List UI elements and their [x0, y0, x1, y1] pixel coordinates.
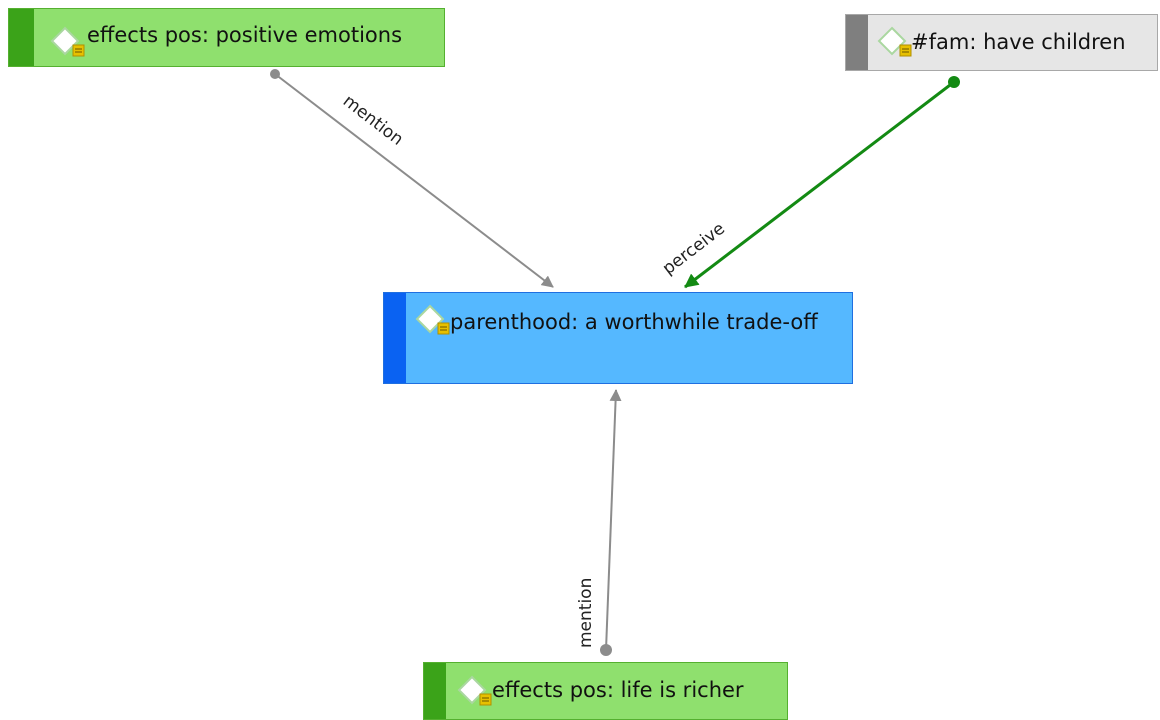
node-label: #fam: have children	[911, 30, 1126, 54]
node-label: parenthood: a worthwhile trade-off	[450, 310, 818, 334]
node-color-stripe	[384, 293, 406, 383]
edge-label: perceive	[659, 219, 729, 279]
code-node-life-is-richer[interactable]: effects pos: life is richer	[423, 662, 788, 720]
edge-mention-life-is-richer[interactable]: mention	[576, 389, 622, 656]
code-comment-icon	[457, 675, 492, 706]
node-color-stripe	[424, 663, 446, 719]
code-comment-icon	[415, 304, 450, 335]
node-color-stripe	[846, 15, 868, 70]
code-node-parenthood[interactable]: parenthood: a worthwhile trade-off	[383, 292, 853, 384]
edge-source-dot	[270, 69, 280, 79]
node-label: effects pos: positive emotions	[87, 23, 403, 47]
edge-mention-positive-emotions[interactable]: mention	[270, 69, 554, 288]
edge-source-dot	[600, 644, 612, 656]
edge-perceive-have-children[interactable]: perceive	[659, 76, 960, 289]
edge-label: mention	[576, 578, 596, 648]
node-label: effects pos: life is richer	[492, 678, 744, 702]
code-comment-icon	[50, 26, 85, 57]
code-node-have-children[interactable]: #fam: have children	[845, 14, 1158, 71]
edge-label: mention	[339, 91, 407, 150]
code-comment-icon	[877, 26, 912, 57]
node-color-stripe	[9, 9, 34, 66]
code-node-positive-emotions[interactable]: effects pos: positive emotions	[8, 8, 445, 67]
edge-source-dot	[948, 76, 960, 88]
